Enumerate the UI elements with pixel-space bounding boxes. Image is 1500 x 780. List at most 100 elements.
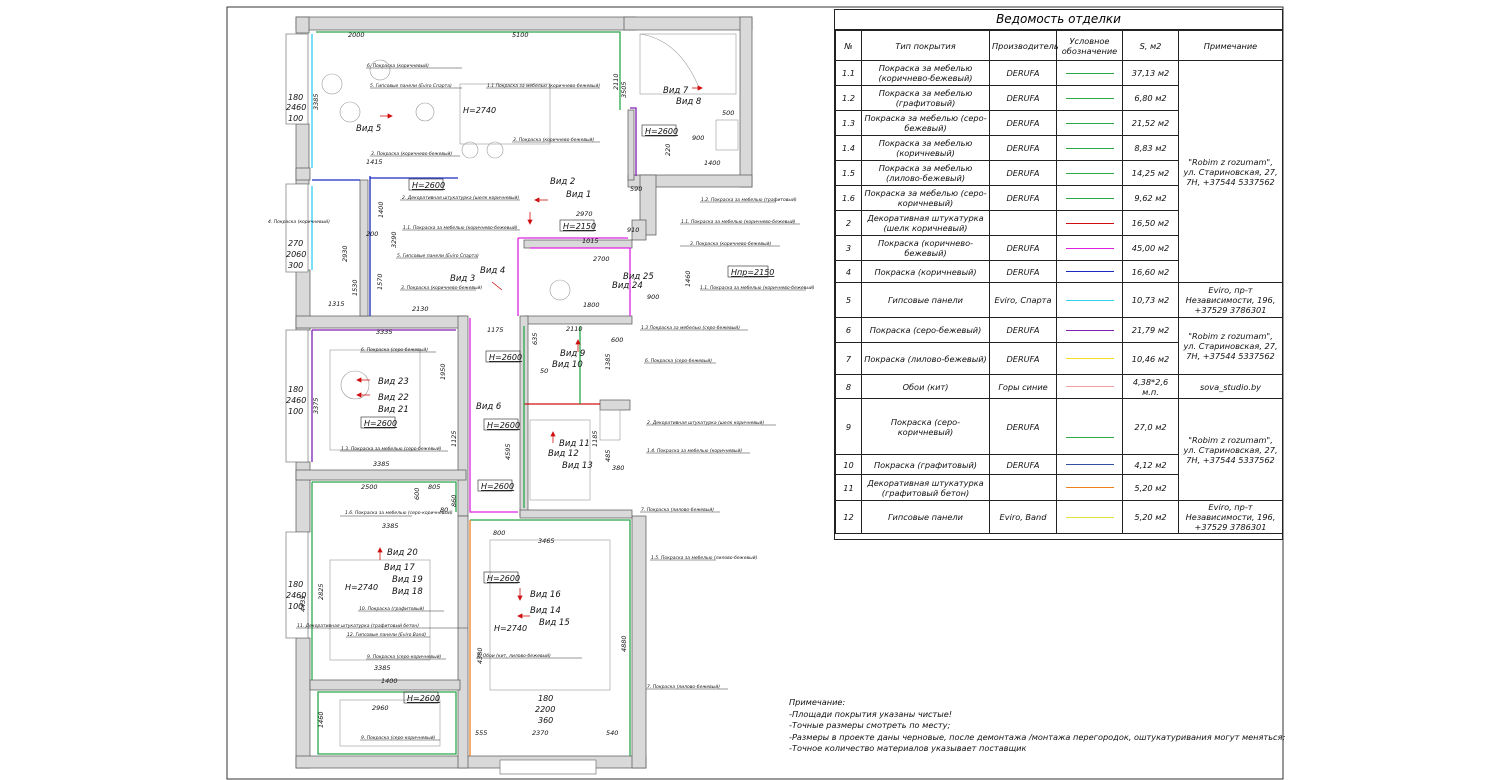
note-line: -Размеры в проекте даны черновые, после … [789,731,1286,742]
dimension: 50 [540,367,548,375]
finish-tag: 8. Обои (кит, лилово-бежевый) [477,653,551,659]
cell-legend [1056,110,1123,136]
finish-tag: 2. Декоративная штукатурка (шелк коричне… [647,420,764,426]
legend-line [1065,97,1114,99]
legend-line [1065,358,1114,359]
cell-legend [1056,260,1123,283]
window-spec-2a: 270 [288,239,303,248]
finish-tag: 1.1. Покраска за мебелью (коричнево-беже… [700,285,815,291]
finish-tag: 1.2. Покраска за мебелью (графитовый) [701,197,797,203]
cell-maker: DERUFA [989,110,1057,136]
cell-maker: Eviro, Band [989,500,1057,534]
dimension: 380 [612,464,624,472]
view-label: Вид 12 [548,449,579,459]
cell-num: 5 [835,282,862,318]
legend-line [1065,464,1114,465]
cell-num: 1.2 [835,85,862,111]
cell-maker: Eviro, Спарта [989,282,1057,318]
dimension: 3375 [312,397,320,414]
window-spec-2b: 2060 [286,250,306,259]
cell-area: 6,80 м2 [1122,85,1179,111]
schedule-title: Ведомость отделки [835,10,1282,30]
cell-area: 10,46 м2 [1122,342,1179,375]
view-label: Вид 24 [612,281,643,291]
cell-num: 12 [835,500,862,534]
cell-legend [1056,282,1123,318]
view-label: Вид 16 [530,590,561,600]
cell-type: Покраска за мебелью (серо-коричневый) [861,185,990,211]
window-spec-4b: 2460 [286,591,306,600]
dimension: 4595 [504,443,512,460]
table-row: 11 Декоративная штукатурка (графитовый б… [835,474,1283,501]
notes-title: Примечание: [789,697,846,707]
finish-tag: 3. Покраска (коричнево-бежевый) [401,285,482,291]
view-label: Вид 1 [566,190,591,200]
cell-legend [1056,210,1123,236]
table-row: 5 Гипсовые панели Eviro, Спарта 10,73 м2… [835,282,1283,318]
cell-legend [1056,342,1123,375]
cell-type: Гипсовые панели [861,500,990,534]
dimension: 2960 [372,704,389,712]
height-label: H=2600 [364,419,397,428]
cell-maker: DERUFA [989,398,1057,455]
table-row: 1.1 Покраска за мебелью (коричнево-бежев… [835,60,1283,283]
table-header-row: № Тип покрытия Производитель Условное об… [835,30,1283,61]
view-label: Вид 11 [559,439,590,449]
column-header: Производитель [989,30,1059,61]
general-notes: Примечание: -Площади покрытия указаны чи… [789,697,1289,755]
cell-area: 8,83 м2 [1122,135,1179,161]
cell-type: Гипсовые панели [861,282,990,318]
dimension: 910 [627,226,639,234]
view-label: Вид 23 [378,377,409,387]
view-label: Вид 22 [378,393,409,403]
legend-line [1065,247,1114,249]
view-label: Вид 21 [378,405,409,415]
cell-area: 21,79 м2 [1122,317,1179,343]
cell-num: 1.5 [835,160,862,186]
view-label: Вид 4 [480,266,505,276]
cell-num: 1.3 [835,110,862,136]
dimensions: 2000 5100 3385 1415 3505 2110 500 900 22… [299,31,734,737]
dimension: 2130 [412,305,429,313]
cell-num: 4 [835,260,862,283]
height-label: H=2740 [463,106,496,115]
table-row: 2 Декоративная штукатурка (шелк коричнев… [835,210,1283,236]
legend-line [1065,437,1114,438]
finish-tag: 1.3 Покраска за мебелью (серо-бежевый) [641,325,740,331]
dimension: 3335 [376,328,393,336]
finish-tag: 1.1. Покраска за мебелью (коричнево-беже… [681,219,796,225]
finish-tag: 1.5. Покраска за мебелью (лилово-бежевый… [651,555,758,561]
dimension: 1460 [317,711,325,728]
height-label: H=2740 [494,624,527,633]
view-label: Вид 25 [623,272,654,282]
cell-maker: DERUFA [989,160,1057,186]
dimension: 500 [722,109,734,117]
windows [285,33,597,775]
view-label: Вид 9 [560,349,585,359]
finish-lines [311,31,637,756]
legend-line [1065,197,1114,199]
dimension: 4435 [299,595,307,612]
cell-legend [1056,398,1123,455]
finish-tag: 3. Покраска (коричнево-бежевый) [513,137,594,143]
height-label: H=2600 [412,181,445,190]
table-row: 12 Гипсовые панели Eviro, Band 5,20 м2 E… [835,500,1283,534]
table-row: 7 Покраска (лилово-бежевый) DERUFA 10,46… [835,342,1283,375]
dimension: 2700 [593,255,610,263]
finish-tag: 3. Покраска (коричнево-бежевый) [371,151,452,157]
dimension: 485 [604,450,612,462]
dimension: 2110 [612,73,620,90]
finish-tag: 6. Покраска (серо-бежевый) [645,358,712,364]
sheet-frame [226,6,1284,780]
view-label: Вид 19 [392,575,423,585]
cell-area: 10,73 м2 [1122,282,1179,318]
cell-type: Покраска (коричневый) [861,260,990,283]
cell-note: sova_studio.by [1178,374,1283,399]
cell-note: "Robim z rozumam", ул. Стариновская, 27,… [1178,317,1283,375]
dimension: 1315 [328,300,345,308]
dimension: 3385 [373,460,390,468]
cell-maker: DERUFA [989,185,1057,211]
column-header: S, м2 [1122,30,1179,61]
finish-tag: 9. Покраска (серо-коричневый) [361,735,436,741]
